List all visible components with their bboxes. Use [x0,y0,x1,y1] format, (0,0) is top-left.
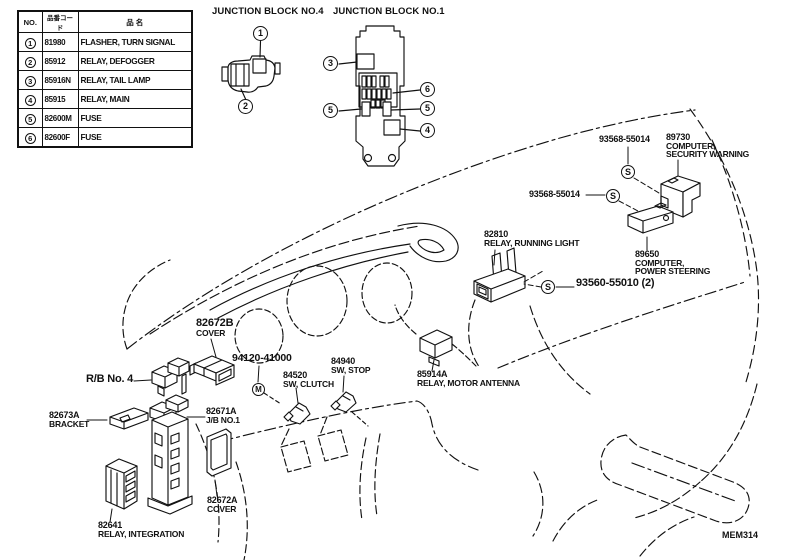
label-security-computer: 89730 COMPUTER, SECURITY WARNING [666,132,750,159]
part-code: 82600F [41,127,79,148]
switch-parts [263,329,453,427]
part-name: FUSE [77,127,193,148]
callout-5-right: 5 [420,101,435,116]
screw-symbol: S [606,189,620,203]
right-side-parts [473,175,701,303]
relay-block-parts [105,355,235,515]
row-callout: 3 [24,76,36,88]
label-bolt-top: 93568-55014 [599,134,650,144]
label-bolt-bottom: 93560-55010 (2) [576,277,655,289]
junction-block-1-drawing [338,25,421,167]
label-motor-antenna-relay: 85914A RELAY, MOTOR ANTENNA [417,369,520,388]
label-running-light-relay: 82810 RELAY, RUNNING LIGHT [484,229,580,248]
callout-3: 3 [323,56,338,71]
row-callout: 1 [24,38,36,50]
label-rb-no4: R/B No. 4 [86,373,134,385]
table-row: 4 85915 RELAY, MAIN [17,89,193,109]
table-row: 6 82600F FUSE [17,127,193,148]
part-code: 85912 [41,51,79,71]
label-bracket: 82673A BRACKET [49,410,90,429]
part-name: RELAY, DEFOGGER [77,51,193,71]
row-callout: 2 [24,57,36,69]
table-row: 3 85916N RELAY, TAIL LAMP [17,70,193,90]
callout-4: 4 [420,123,435,138]
parts-table: NO. 品番コード 品 名 1 81980 FLASHER, TURN SIGN… [17,10,193,148]
part-code: 81980 [41,32,79,52]
label-jb-no1: 82671A J/B NO.1 [206,406,240,425]
screw-symbol: S [621,165,635,179]
label-screw-grommet: 94120-41000 [232,352,292,364]
row-callout: 5 [24,114,36,126]
label-stop-switch: 84940 SW, STOP [331,356,371,375]
junction-block-4-title: JUNCTION BLOCK NO.4 [212,6,324,17]
row-callout: 6 [24,133,36,145]
table-row: 5 82600M FUSE [17,108,193,128]
table-row: 2 85912 RELAY, DEFOGGER [17,51,193,71]
part-name: FUSE [77,108,193,128]
screw-symbol: S [541,280,555,294]
label-ps-computer: 89650 COMPUTER, POWER STEERING [635,249,711,276]
dashboard-outline [122,108,760,560]
callout-1: 1 [253,26,268,41]
table-row: 1 81980 FLASHER, TURN SIGNAL [17,32,193,52]
part-code: 85915 [41,89,79,109]
label-cover-a: 82672A COVER [207,495,238,514]
junction-block-4-drawing [221,40,281,101]
label-cover-b: 82672B COVER [196,317,234,338]
diagram-code: MEM314 [722,530,759,540]
header-no: NO. [17,10,43,33]
header-name: 品 名 [77,10,193,33]
part-code: 82600M [41,108,79,128]
junction-block-1-title: JUNCTION BLOCK NO.1 [333,6,445,17]
table-header-row: NO. 品番コード 品 名 [17,10,193,33]
row-callout: 4 [24,95,36,107]
part-code: 85916N [41,70,79,90]
callout-5-left: 5 [323,103,338,118]
callout-6: 6 [420,82,435,97]
label-integration-relay: 82641 RELAY, INTEGRATION [98,520,185,539]
label-bolt-mid: 93568-55014 [529,189,580,199]
part-name: RELAY, TAIL LAMP [77,70,193,90]
label-clutch-switch: 84520 SW, CLUTCH [283,370,334,389]
part-name: RELAY, MAIN [77,89,193,109]
callout-2: 2 [238,99,253,114]
header-code: 品番コード [41,10,79,33]
grommet-symbol: M [252,383,265,396]
leader-lines [86,146,679,523]
part-name: FLASHER, TURN SIGNAL [77,32,193,52]
